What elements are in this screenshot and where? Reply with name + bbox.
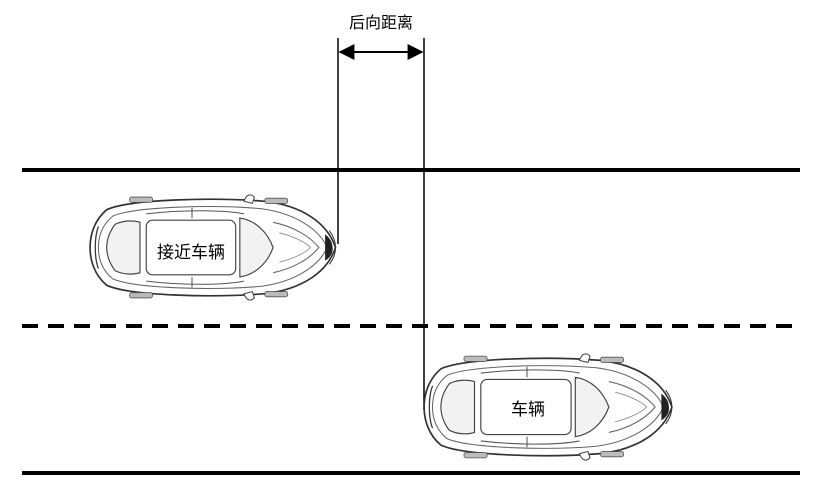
approaching-vehicle-label-bg bbox=[150, 234, 232, 268]
rear-distance-label: 后向距离 bbox=[349, 13, 413, 32]
approaching-vehicle-label: 接近车辆 bbox=[157, 243, 225, 263]
ego-vehicle-label: 车辆 bbox=[511, 400, 545, 420]
ego-vehicle-label-bg bbox=[496, 392, 560, 426]
